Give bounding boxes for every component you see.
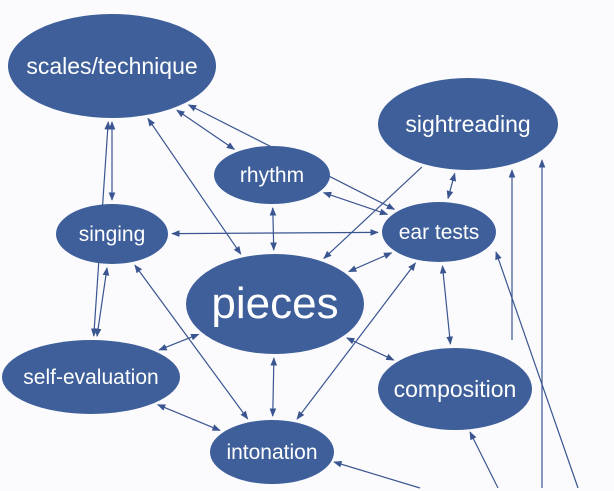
node-label: sightreading	[405, 110, 531, 137]
node-intonation: intonation	[210, 420, 334, 484]
arrow-pieces-to-composition	[345, 337, 395, 361]
node-composition: composition	[378, 348, 532, 430]
node-singing: singing	[56, 204, 168, 264]
node-label: rhythm	[239, 163, 305, 187]
arrow-ear-tests-to-composition	[439, 265, 453, 345]
node-self-evaluation: self-evaluation	[2, 340, 180, 414]
node-label: composition	[393, 375, 517, 402]
node-ear-tests: ear tests	[382, 202, 496, 262]
arrow-scales-technique-to-rhythm	[176, 109, 236, 150]
node-rhythm: rhythm	[214, 146, 330, 204]
arrow-pieces-to-self-evaluation	[158, 333, 200, 351]
node-label: ear tests	[398, 220, 480, 244]
node-pieces: pieces	[186, 254, 364, 354]
node-label: pieces	[211, 279, 339, 328]
arrow-sightreading-to-ear-tests	[446, 172, 457, 200]
offscreen-arrow	[469, 431, 499, 489]
arrow-ear-tests-to-pieces	[348, 252, 393, 273]
node-label: singing	[78, 222, 146, 246]
arrow-rhythm-to-pieces	[269, 207, 277, 251]
node-label: self-evaluation	[23, 365, 159, 389]
arrow-rhythm-to-ear-tests	[322, 191, 389, 216]
arrow-self-evaluation-to-intonation	[156, 404, 221, 431]
arrow-singing-to-ear-tests	[171, 229, 379, 237]
node-label: intonation	[226, 440, 318, 464]
offscreen-arrow	[495, 251, 579, 489]
node-scales-technique: scales/technique	[8, 14, 216, 118]
node-sightreading: sightreading	[378, 78, 558, 170]
arrow-pieces-to-intonation	[269, 357, 278, 417]
arrow-sightreading-to-pieces	[323, 166, 423, 260]
offscreen-arrow	[333, 460, 421, 489]
node-label: scales/technique	[26, 52, 198, 79]
arrow-singing-to-self-evaluation	[94, 267, 110, 337]
